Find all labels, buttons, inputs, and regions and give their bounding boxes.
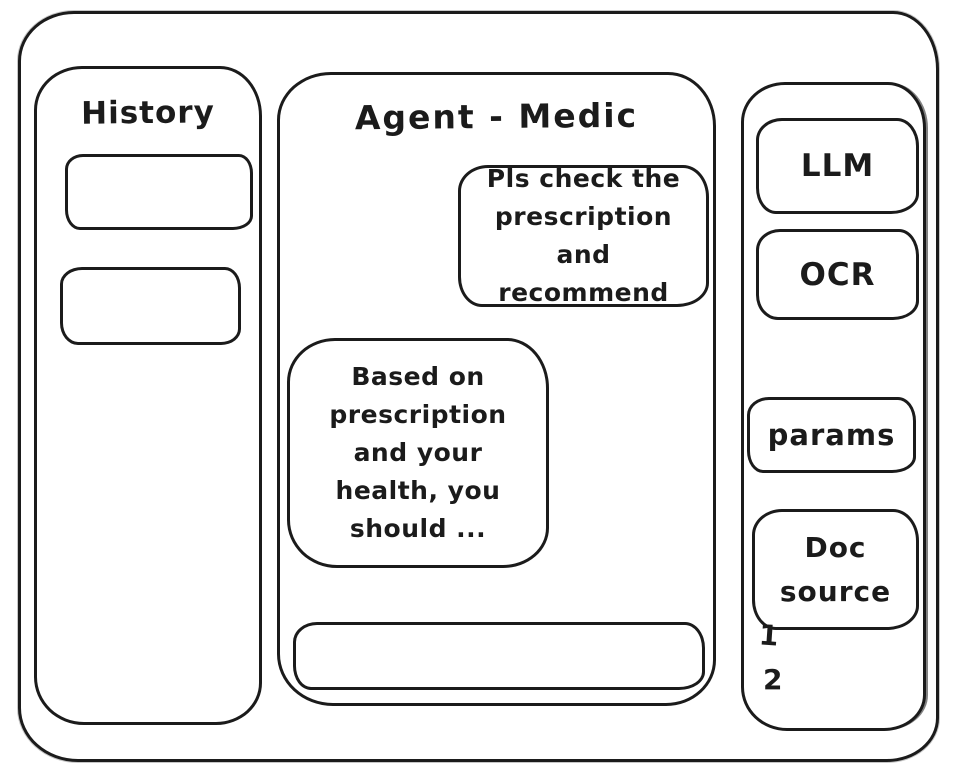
tools-panel: LLM OCR params Doc source 1 2 (741, 82, 926, 731)
tool-params-button[interactable]: params (747, 397, 916, 473)
assistant-message-bubble: Based on prescription and your health, y… (287, 338, 549, 568)
tool-doc-source-button[interactable]: Doc source (752, 509, 919, 630)
user-message-bubble: Pls check the prescription and recommend (458, 164, 709, 307)
doc-source-item-2[interactable]: 2 (763, 663, 783, 696)
history-panel-title: History (80, 94, 215, 132)
chat-title: Agent - Medic (354, 95, 639, 138)
doc-source-item-1[interactable]: 1 (757, 618, 780, 653)
history-item[interactable] (65, 154, 253, 230)
chat-panel: Agent - Medic Pls check the prescription… (277, 72, 716, 706)
history-panel: History (34, 66, 262, 725)
history-item[interactable] (60, 267, 241, 345)
tool-llm-button[interactable]: LLM (756, 118, 919, 214)
tool-ocr-button[interactable]: OCR (756, 229, 919, 320)
message-input[interactable] (293, 622, 705, 690)
